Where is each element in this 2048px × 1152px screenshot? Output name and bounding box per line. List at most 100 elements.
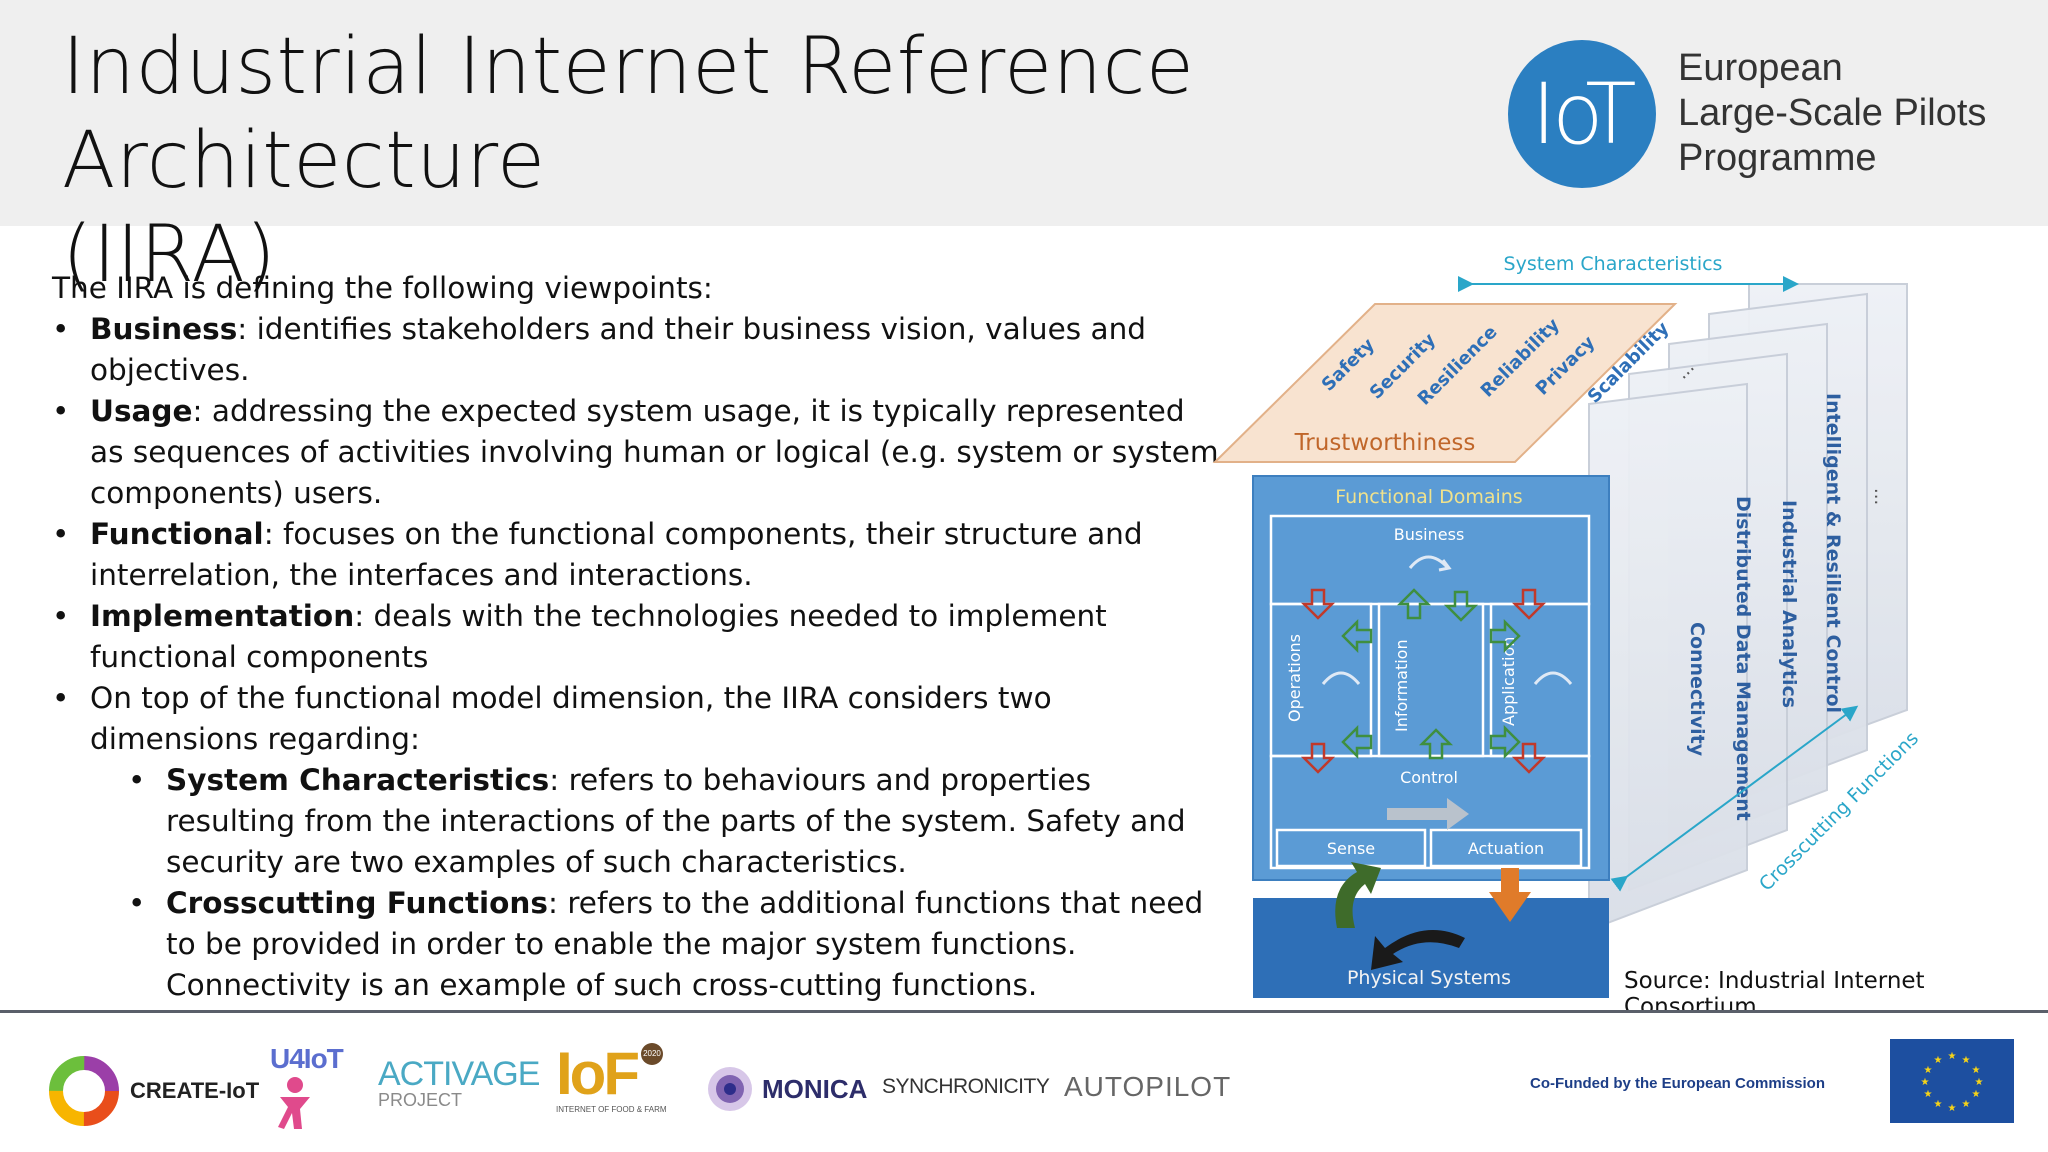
plates-ellipsis: ... [1870, 488, 1891, 505]
iof-year-badge: 2020 [640, 1043, 663, 1065]
title-line-2: (IIRA) [62, 210, 277, 300]
bullet-text: : identifies stakeholders and their busi… [90, 312, 1146, 387]
programme-line-1: European [1678, 47, 1843, 89]
business-cycle-icon [1408, 555, 1452, 572]
svg-text:★: ★ [1948, 1051, 1957, 1062]
bullet-functional: Functional: focuses on the functional co… [52, 514, 1222, 596]
domain-sense: Sense [1327, 839, 1375, 858]
domain-operations: Operations [1285, 634, 1304, 722]
functional-domains-label: Functional Domains [1335, 486, 1522, 508]
slide-header: Industrial Internet Reference Architectu… [0, 0, 2048, 300]
bullet-term: Business [90, 312, 238, 346]
dimension-list: System Characteristics: refers to behavi… [90, 760, 1222, 1006]
domain-actuation: Actuation [1468, 839, 1544, 858]
sense-arrow [1335, 862, 1381, 928]
svg-text:★: ★ [1962, 1099, 1971, 1110]
cofunded-label: Co-Funded by the European Commission [1530, 1075, 1825, 1092]
viewpoint-list: Business: identifies stakeholders and th… [52, 309, 1222, 1006]
bullet-text: : refers to behaviours and properties re… [166, 763, 1186, 879]
activage-sub-text: PROJECT [378, 1090, 463, 1110]
create-iot-text: CREATE-IoT [130, 1078, 260, 1103]
crosscutting-functions-arrow [1610, 705, 1859, 892]
autopilot-logo: AUTOPILOT [1064, 1071, 1231, 1103]
svg-text:★: ★ [1975, 1077, 1984, 1088]
footer-divider [0, 1010, 2048, 1013]
u4iot-text: U4IoT [270, 1043, 344, 1074]
svg-text:★: ★ [1924, 1089, 1933, 1100]
svg-text:★: ★ [1934, 1055, 1943, 1066]
svg-text:★: ★ [1924, 1065, 1933, 1076]
physical-systems-label: Physical Systems [1347, 967, 1511, 989]
iof-text: IoF [556, 1040, 640, 1107]
bullet-text: : refers to the additional functions tha… [166, 886, 1204, 1002]
domain-application: Application [1499, 637, 1518, 726]
autopilot-text: AUTOPILOT [1064, 1071, 1232, 1102]
svg-text:★: ★ [1972, 1089, 1981, 1100]
physical-systems-box [1253, 898, 1609, 998]
bullet-implementation: Implementation: deals with the technolog… [52, 596, 1222, 678]
cofunded-text: Co-Funded by the European Commission [1530, 1075, 1826, 1092]
actuation-arrow [1489, 868, 1531, 922]
slide-body: The IIRA is defining the following viewp… [52, 268, 1222, 1006]
intro-text: The IIRA is defining the following viewp… [52, 271, 713, 305]
bullet-text: : deals with the technologies needed to … [90, 599, 1107, 674]
sub-bullet-system-characteristics: System Characteristics: refers to behavi… [128, 760, 1222, 883]
operations-cycle-icon [1321, 671, 1361, 685]
crosscutting-label-3: Industrial Analytics [1778, 500, 1800, 708]
synchronicity-text: SYNCHRONICITY [882, 1075, 1050, 1098]
control-arrow-icon [1387, 798, 1469, 830]
svg-text:★: ★ [1948, 1103, 1957, 1114]
iira-diagram: Intelligent & Resilient Control Industri… [1212, 253, 1923, 998]
iot-badge-text: IoT [1531, 65, 1636, 163]
bullet-business: Business: identifies stakeholders and th… [52, 309, 1222, 391]
monica-text: MONICA [762, 1073, 868, 1104]
bullet-text: : addressing the expected system usage, … [90, 394, 1219, 510]
bullet-term: Functional [90, 517, 264, 551]
crosscutting-label-4: Intelligent & Resilient Control [1822, 393, 1844, 713]
u4iot-logo: U4IoT [270, 1043, 344, 1143]
monica-logo: MONICA [704, 1063, 867, 1115]
create-iot-ring-icon [49, 1056, 119, 1126]
bullet-text: On top of the functional model dimension… [90, 681, 1052, 756]
physical-cycle-arrow [1371, 930, 1465, 970]
trustworthiness-label: Trustworthiness [1294, 430, 1476, 456]
bullet-text: : focuses on the functional components, … [90, 517, 1143, 592]
bullet-usage: Usage: addressing the expected system us… [52, 391, 1222, 514]
svg-text:★: ★ [1934, 1099, 1943, 1110]
svg-text:★: ★ [1962, 1055, 1971, 1066]
domain-boxes [1269, 514, 1591, 870]
title-line-1: Industrial Internet Reference Architectu… [62, 22, 1195, 206]
activage-logo: ACTIVAGE PROJECT [378, 1055, 540, 1111]
system-characteristics-label: System Characteristics [1504, 253, 1723, 275]
iot-logo: IoT [1508, 40, 1656, 188]
sub-bullet-crosscutting-functions: Crosscutting Functions: refers to the ad… [128, 883, 1222, 1006]
domain-control: Control [1400, 768, 1458, 787]
iof-logo: IoF 2020 INTERNET OF FOOD & FARM [556, 1040, 667, 1115]
iof-sub-text: INTERNET OF FOOD & FARM [556, 1105, 667, 1114]
svg-text:★: ★ [1921, 1077, 1930, 1088]
bullet-term: Usage [90, 394, 193, 428]
trustworthiness-plane [1212, 303, 1678, 463]
u4iot-person-icon [278, 1077, 310, 1129]
bullet-dimensions: On top of the functional model dimension… [52, 678, 1222, 1006]
bullet-term: Implementation [90, 599, 355, 633]
eu-flag: ★★★ ★★★ ★★★ ★★★ [1890, 1039, 2014, 1123]
monica-sound-icon [708, 1067, 752, 1111]
flow-arrows [1300, 588, 1547, 774]
application-cycle-icon [1533, 671, 1573, 685]
create-iot-logo: CREATE-IoT [46, 1051, 259, 1131]
crosscutting-label-2: Distributed Data Management [1732, 496, 1754, 821]
programme-line-3: Programme [1678, 137, 1877, 179]
crosscutting-label-1: Connectivity [1686, 622, 1708, 757]
svg-text:★: ★ [1972, 1065, 1981, 1076]
bullet-term: System Characteristics [166, 763, 550, 797]
activage-text: ACTIVAGE [378, 1055, 540, 1093]
programme-name: European Large-Scale Pilots Programme [1678, 46, 1986, 181]
eu-flag-icon: ★★★ ★★★ ★★★ ★★★ [1890, 1039, 2014, 1123]
programme-line-2: Large-Scale Pilots [1678, 92, 1987, 134]
footer: CREATE-IoT U4IoT ACTIVAGE PROJECT IoF 20… [0, 1013, 2048, 1152]
domain-business: Business [1394, 525, 1465, 544]
synchronicity-logo: SYNCHRONICITY [882, 1075, 1050, 1099]
slide-title: Industrial Internet Reference Architectu… [62, 20, 1502, 302]
bullet-term: Crosscutting Functions [166, 886, 548, 920]
